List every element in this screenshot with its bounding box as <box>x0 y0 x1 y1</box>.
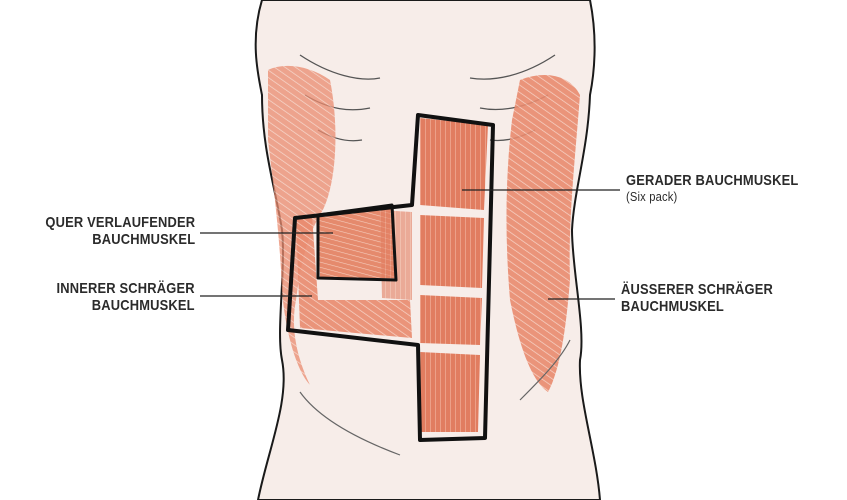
label-external-oblique-line2: BAUCHMUSKEL <box>621 298 773 315</box>
label-transversus-line1: QUER VERLAUFENDER <box>45 214 195 231</box>
label-transversus: QUER VERLAUFENDER BAUCHMUSKEL <box>45 214 195 248</box>
label-internal-oblique-line1: INNERER SCHRÄGER <box>57 280 195 297</box>
label-transversus-line2: BAUCHMUSKEL <box>45 231 195 248</box>
label-external-oblique-line1: ÄUSSERER SCHRÄGER <box>621 281 773 298</box>
label-rectus: GERADER BAUCHMUSKEL (Six pack) <box>626 172 798 204</box>
label-external-oblique: ÄUSSERER SCHRÄGER BAUCHMUSKEL <box>621 281 773 315</box>
label-internal-oblique-line2: BAUCHMUSKEL <box>57 297 195 314</box>
label-rectus-title: GERADER BAUCHMUSKEL <box>626 172 798 189</box>
label-internal-oblique: INNERER SCHRÄGER BAUCHMUSKEL <box>57 280 195 314</box>
label-rectus-subtitle: (Six pack) <box>626 189 798 204</box>
